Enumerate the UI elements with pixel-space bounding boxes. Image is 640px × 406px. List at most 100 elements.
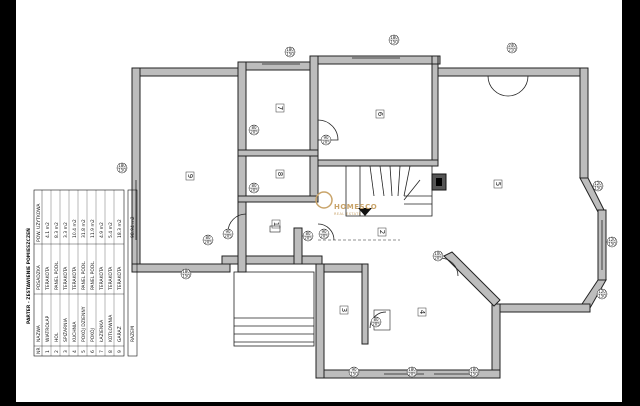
svg-text:31.8 m2: 31.8 m2 xyxy=(81,219,87,238)
wall-top-mid xyxy=(237,61,311,71)
svg-text:90: 90 xyxy=(225,229,231,234)
room-number-4: 4 xyxy=(418,310,426,315)
svg-text:KUCHNIA: KUCHNIA xyxy=(72,321,78,342)
svg-text:80: 80 xyxy=(251,125,257,130)
svg-text:5.4 m2: 5.4 m2 xyxy=(108,222,114,238)
room-number-5: 5 xyxy=(494,182,502,186)
vestibule-fixture xyxy=(269,225,281,233)
walls xyxy=(131,55,607,379)
svg-text:180: 180 xyxy=(182,269,190,274)
svg-text:3.3 m2: 3.3 m2 xyxy=(63,222,69,238)
wall-pantry-top xyxy=(323,263,369,273)
svg-text:TERAKOTA: TERAKOTA xyxy=(72,266,78,291)
svg-text:120: 120 xyxy=(598,289,606,294)
room-number-3: 3 xyxy=(340,308,348,312)
openings xyxy=(135,57,603,375)
wall-kitchen-left xyxy=(315,263,325,379)
svg-text:80: 80 xyxy=(251,183,257,188)
room-number-8: 8 xyxy=(276,172,284,176)
svg-text:100: 100 xyxy=(434,251,442,256)
svg-text:210: 210 xyxy=(508,48,516,53)
table-header-row: NR NAZWA POSADZKA POW. UŻYTKOWA xyxy=(35,203,42,354)
wall-top-right xyxy=(309,55,441,65)
svg-text:PANEL PODŁ.: PANEL PODŁ. xyxy=(54,261,60,290)
svg-text:NR: NR xyxy=(36,348,42,355)
svg-text:80: 80 xyxy=(205,235,211,240)
room-labels: 9 7 8 6 5 1 2 3 4 xyxy=(185,103,503,317)
table-total-label: RAZEM xyxy=(130,326,136,342)
staircase xyxy=(345,165,433,217)
wall-left xyxy=(131,67,141,273)
svg-text:7: 7 xyxy=(99,350,105,353)
wall-top-left xyxy=(131,67,239,77)
svg-text:4: 4 xyxy=(72,350,78,353)
svg-text:150: 150 xyxy=(286,52,294,57)
svg-text:180: 180 xyxy=(286,47,294,52)
svg-text:205: 205 xyxy=(204,240,212,245)
wall-stair-right xyxy=(431,63,439,165)
svg-text:WIATROŁAP: WIATROŁAP xyxy=(45,315,51,342)
wall-garage-right xyxy=(237,61,247,273)
svg-text:205: 205 xyxy=(304,236,312,241)
wall-boiler-bottom xyxy=(237,195,319,203)
wall-center-vertical xyxy=(309,55,319,201)
table-title: PARTER - ZESTAWIENIE POMIESZCZEŃ xyxy=(24,228,32,324)
svg-text:205: 205 xyxy=(250,188,258,193)
wall-garage-bottom xyxy=(131,263,231,273)
svg-text:POW. UŻYTKOWA: POW. UŻYTKOWA xyxy=(35,203,42,242)
wall-kitchen-diagonal xyxy=(443,251,501,307)
svg-text:ŁAZIENKA: ŁAZIENKA xyxy=(99,319,105,343)
chimney-flue xyxy=(436,178,442,186)
svg-text:6: 6 xyxy=(90,350,96,353)
svg-text:HOL: HOL xyxy=(54,332,60,342)
svg-text:150: 150 xyxy=(118,168,126,173)
room-number-9: 9 xyxy=(186,174,194,178)
svg-text:180: 180 xyxy=(470,367,478,372)
svg-text:8.3 m2: 8.3 m2 xyxy=(54,222,60,238)
svg-text:4.1 m2: 4.1 m2 xyxy=(45,222,51,238)
wall-right-lower xyxy=(499,303,591,313)
table-total-value: 98.94 m2 xyxy=(130,216,136,238)
salon-door xyxy=(487,75,529,97)
wall-bath-bottom xyxy=(237,149,319,157)
svg-text:18.3 m2: 18.3 m2 xyxy=(117,219,123,238)
wall-right-upper xyxy=(579,67,589,179)
svg-text:205: 205 xyxy=(250,130,258,135)
svg-text:TERAKOTA: TERAKOTA xyxy=(99,266,105,291)
svg-text:TERAKOTA: TERAKOTA xyxy=(117,266,123,291)
svg-text:205: 205 xyxy=(320,234,328,239)
wall-room6-bottom xyxy=(317,159,439,167)
svg-text:10.4 m2: 10.4 m2 xyxy=(72,219,78,238)
door-hall xyxy=(317,223,335,241)
svg-text:9: 9 xyxy=(117,350,123,353)
svg-text:150: 150 xyxy=(608,242,616,247)
svg-text:POKÓJ: POKÓJ xyxy=(89,328,96,342)
svg-text:80: 80 xyxy=(373,317,379,322)
svg-text:180: 180 xyxy=(408,367,416,372)
svg-text:1: 1 xyxy=(45,350,51,353)
svg-text:120: 120 xyxy=(594,181,602,186)
svg-text:TERAKOTA: TERAKOTA xyxy=(45,266,51,291)
svg-text:150: 150 xyxy=(598,294,606,299)
